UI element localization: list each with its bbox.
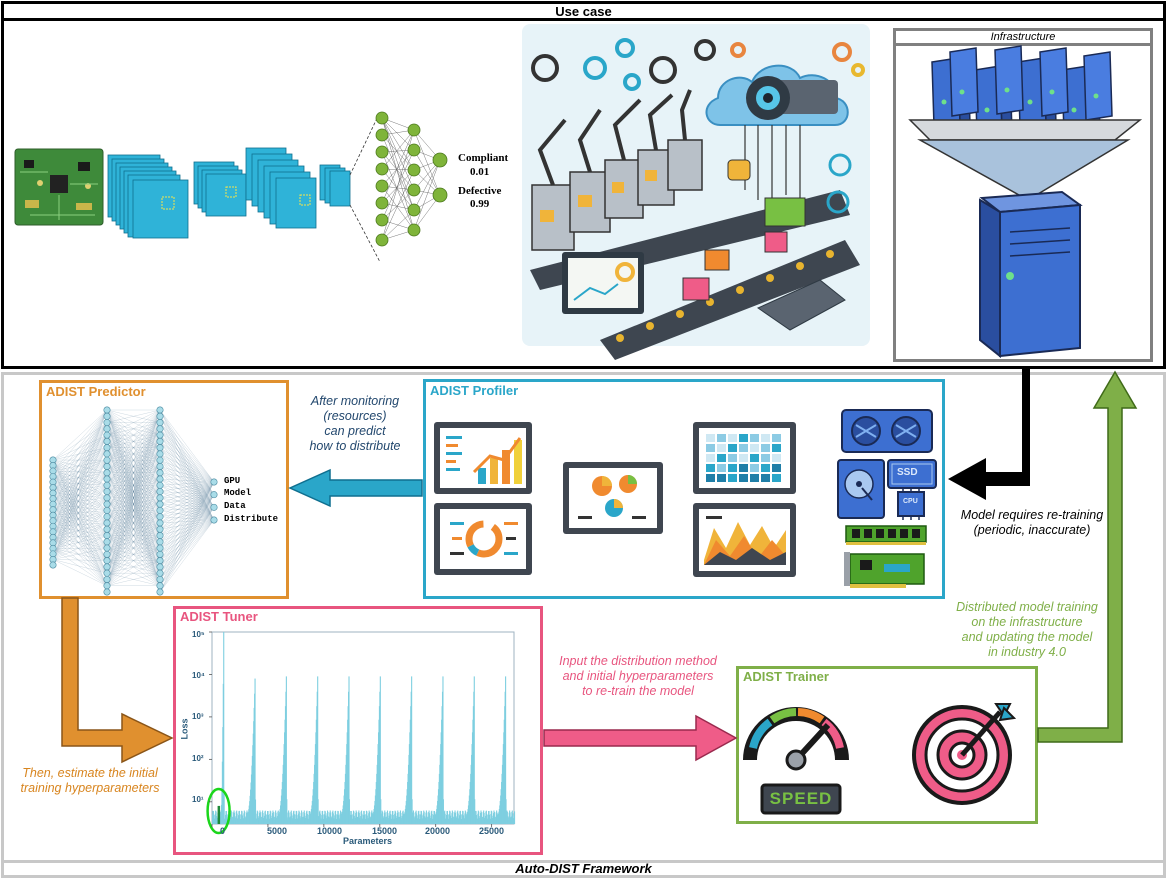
profiler-title: ADIST Profiler	[430, 383, 519, 398]
tuner-x-tick-3: 15000	[372, 826, 398, 836]
ssd-label: SSD	[897, 467, 918, 478]
cpu-label: CPU	[903, 498, 918, 505]
predictor-output-data: Data	[224, 501, 246, 511]
profiler-panel	[423, 379, 945, 599]
predictor-output-distribute: Distribute	[224, 514, 279, 524]
tuner-note: Then, estimate the initial training hype…	[20, 766, 160, 795]
predictor-output-gpu: GPU	[224, 476, 241, 486]
retraining-note: Model requires re-training (periodic, in…	[960, 508, 1104, 537]
tuner-y-tick-2: 10³	[192, 712, 204, 721]
tuner-title: ADIST Tuner	[180, 609, 258, 624]
output-value-defective: 0.99	[470, 198, 490, 210]
speed-label: SPEED	[769, 789, 833, 808]
predictor-panel	[39, 380, 289, 599]
predictor-output-model: Model	[224, 488, 252, 498]
use-case-title-bar	[1, 1, 1166, 21]
tuner-y-tick-1: 10²	[192, 754, 204, 763]
framework-title-bar	[1, 860, 1166, 878]
infrastructure-panel	[893, 28, 1153, 362]
trainer-title: ADIST Trainer	[743, 669, 829, 684]
tuner-y-tick-0: 10¹	[192, 795, 204, 804]
output-label-defective: Defective	[458, 185, 502, 197]
tuner-x-tick-1: 5000	[267, 826, 288, 836]
tuner-x-tick-5: 25000	[479, 826, 505, 836]
tuner-y-axis-label: Loss	[179, 718, 190, 740]
trainer-note: Input the distribution method and initia…	[559, 654, 717, 698]
tuner-x-tick-4: 20000	[425, 826, 451, 836]
tuner-x-axis-label: Parameters	[343, 836, 393, 846]
predictor-note: After monitoring (resources) can predict…	[309, 394, 401, 453]
tuner-x-tick-2: 10000	[317, 826, 343, 836]
tuner-y-tick-4: 10⁵	[192, 630, 205, 639]
use-case-title: Use case	[555, 4, 612, 19]
output-value-compliant: 0.01	[470, 166, 490, 178]
infrastructure-title-bar	[893, 28, 1153, 46]
tuner-panel	[173, 606, 543, 855]
tuner-y-tick-3: 10⁴	[192, 671, 205, 680]
infrastructure-title: Infrastructure	[990, 31, 1056, 43]
tuner-x-tick-0: 0	[220, 826, 226, 836]
framework-title: Auto-DIST Framework	[515, 861, 652, 876]
output-label-compliant: Compliant	[458, 152, 509, 164]
predictor-title: ADIST Predictor	[46, 384, 146, 399]
distributed-note: Distributed model training on the infras…	[956, 600, 1098, 659]
